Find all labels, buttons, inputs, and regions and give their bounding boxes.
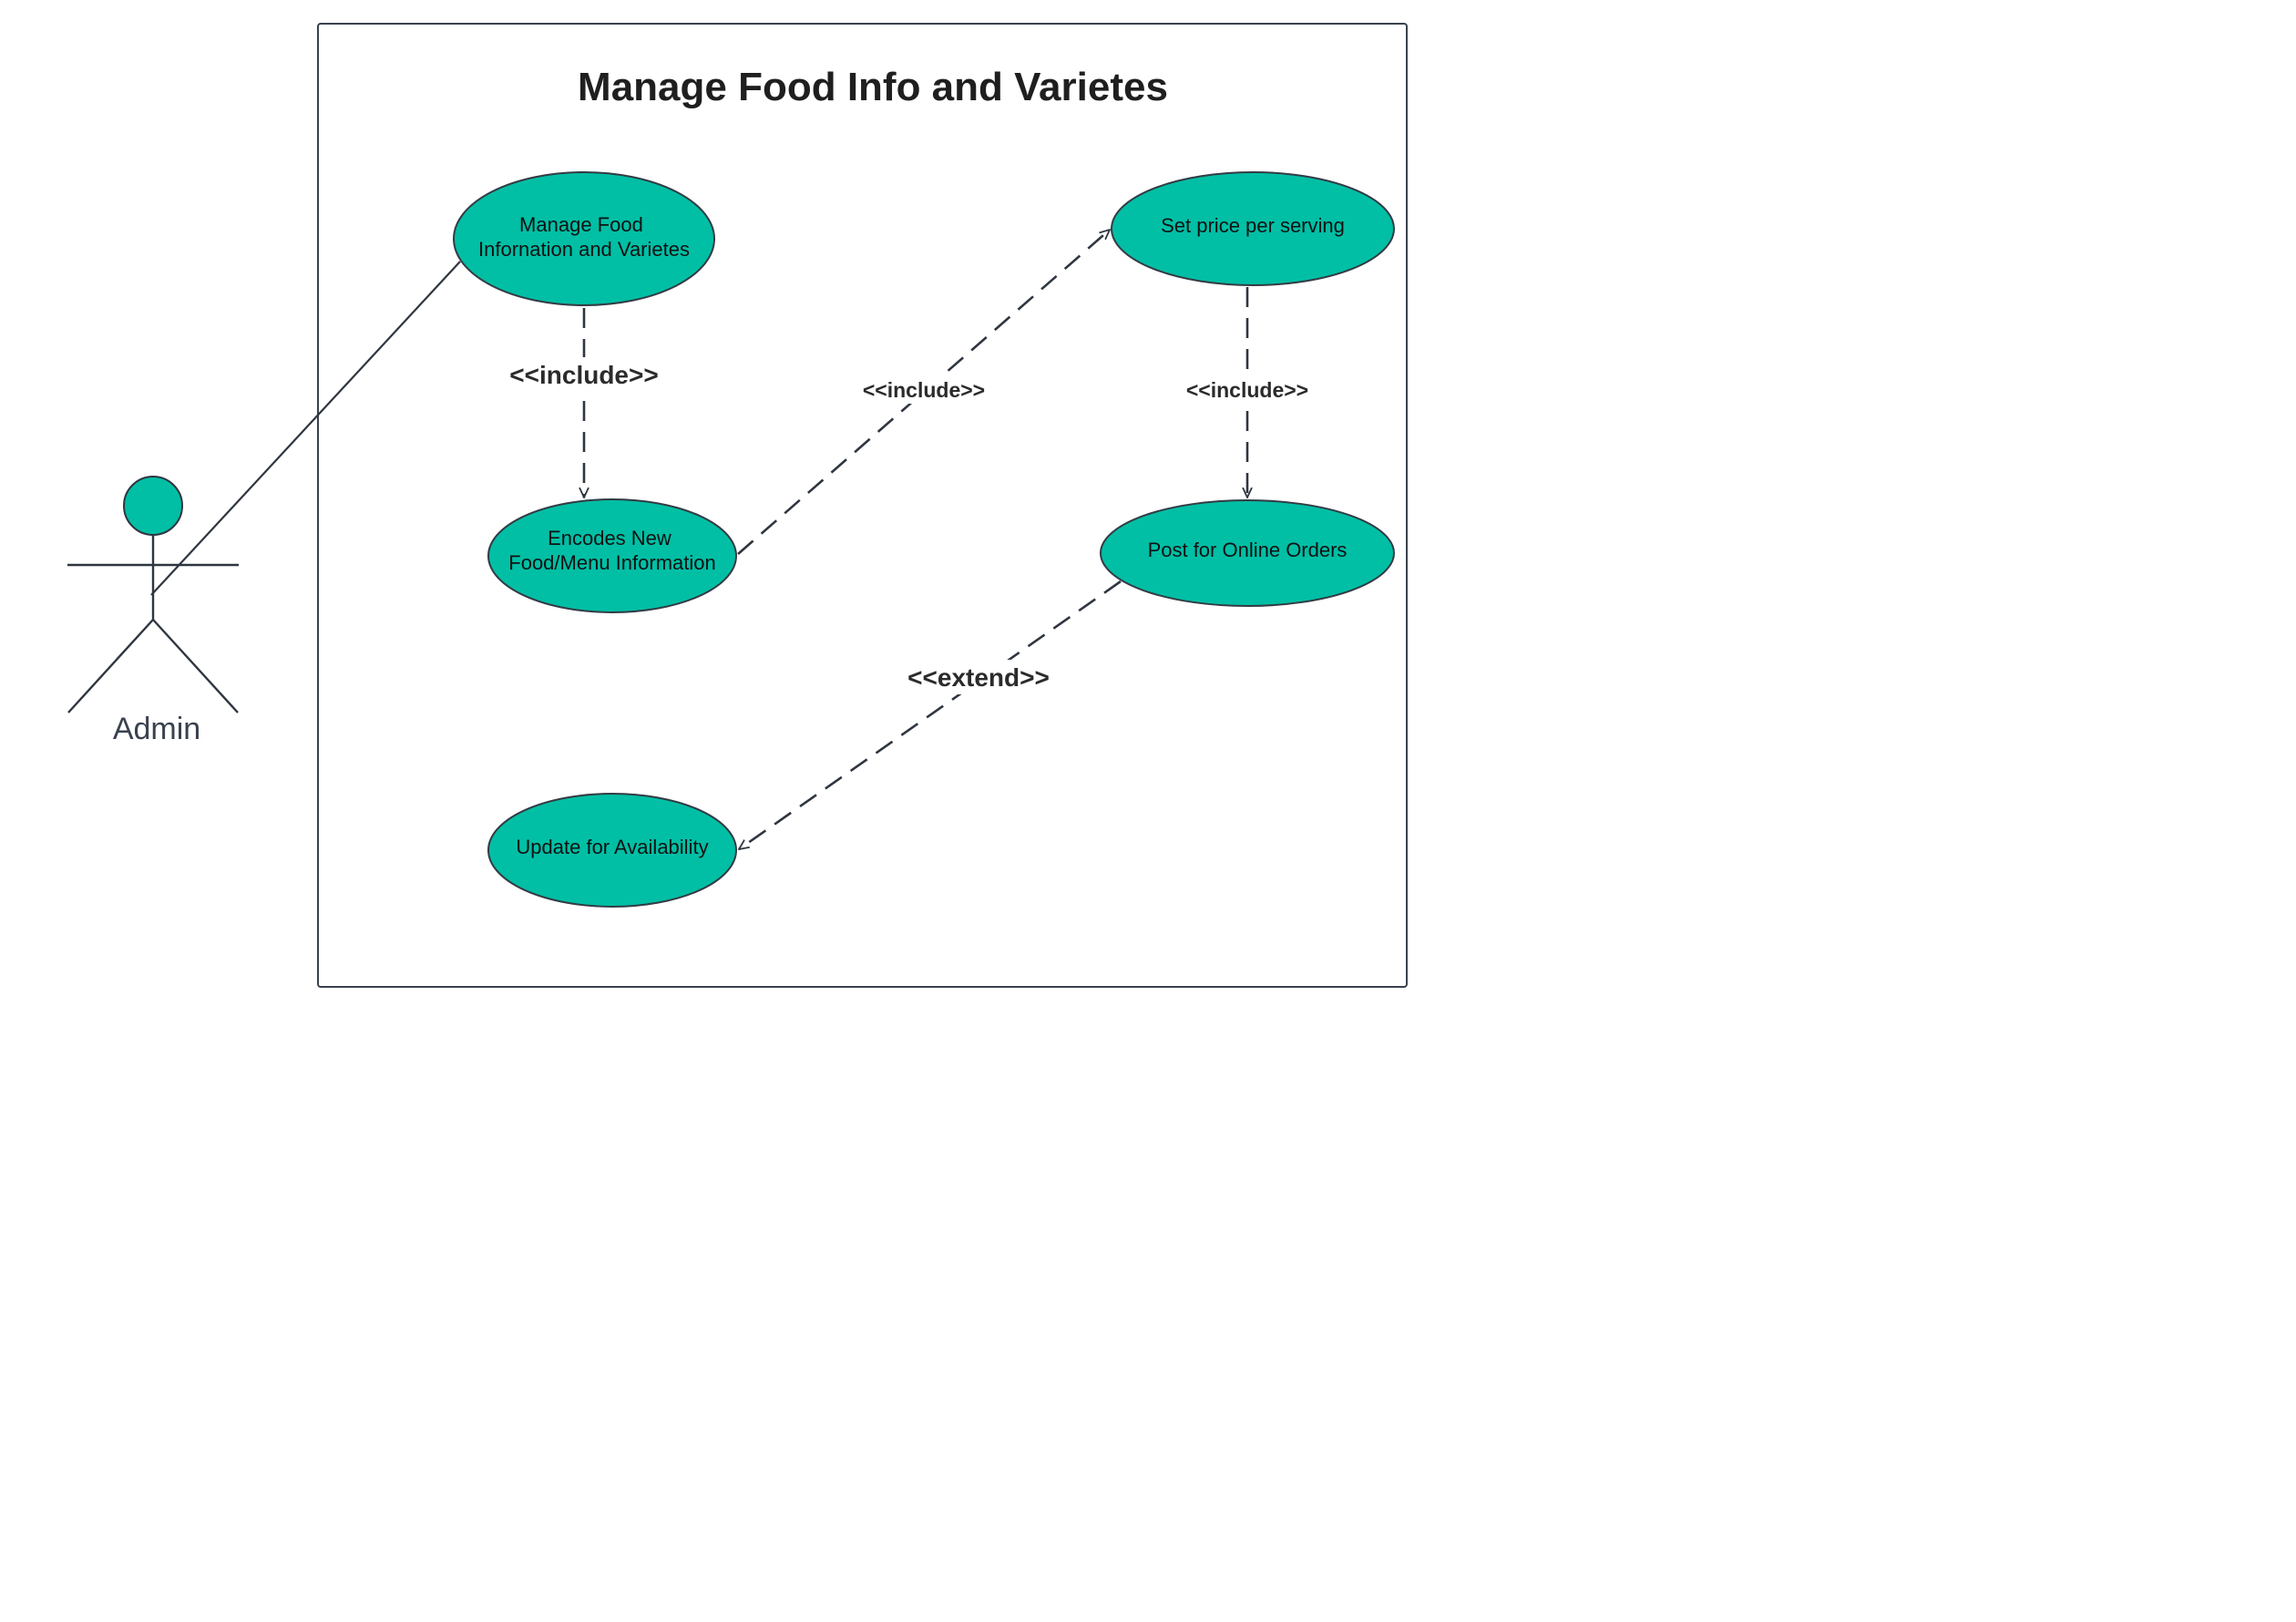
use-case-set-price[interactable]: Set price per serving: [1111, 171, 1395, 286]
actor-right-leg: [152, 619, 239, 713]
use-case-manage-food-info[interactable]: Manage Food Infornation and Varietes: [453, 171, 715, 306]
use-case-label-line: Set price per serving: [1161, 214, 1345, 237]
extend-edge-post-update[interactable]: [739, 580, 1122, 849]
use-case-ellipse: [1111, 171, 1395, 286]
relationship-labels: <<include>> <<include>> <<include>> <<ex…: [503, 357, 1315, 694]
actor-label: Admin: [113, 712, 200, 746]
use-case-ellipse: [487, 793, 737, 908]
label-include-encode-price: <<include>>: [863, 378, 985, 402]
use-case-encode-new-food[interactable]: Encodes New Food/Menu Information: [487, 498, 737, 613]
actor-admin[interactable]: Admin: [67, 476, 239, 746]
stick-figure-icon: [67, 476, 239, 713]
use-case-label: Post for Online Orders: [1148, 539, 1348, 561]
use-case-ellipse: [453, 171, 715, 306]
use-case-ellipse: [487, 498, 737, 613]
use-case-label: Encodes New Food/Menu Information: [508, 527, 715, 574]
association-edge-actor-manage[interactable]: [150, 261, 461, 596]
relationship-edges: [150, 230, 1247, 849]
use-case-label: Manage Food Infornation and Varietes: [478, 213, 690, 261]
label-include-price-post: <<include>>: [1186, 378, 1308, 402]
actor-left-leg: [67, 619, 154, 713]
use-case-label-line: Update for Availability: [516, 836, 708, 858]
use-case-ellipse: [1100, 499, 1395, 607]
use-case-post-online-orders[interactable]: Post for Online Orders: [1100, 499, 1395, 607]
use-case-label: Update for Availability: [516, 836, 708, 858]
include-edge-encode-price[interactable]: [737, 230, 1110, 555]
use-case-label-line: Infornation and Varietes: [478, 238, 690, 261]
actor-head: [123, 476, 183, 536]
use-case-update-availability[interactable]: Update for Availability: [487, 793, 737, 908]
use-case-label: Set price per serving: [1161, 214, 1345, 237]
use-case-label-line: Manage Food: [519, 213, 643, 236]
label-include-manage-encode: <<include>>: [509, 361, 658, 389]
use-case-diagram: Manage Food Info and Varietes <<include>…: [67, 23, 1408, 988]
label-extend-post-update: <<extend>>: [907, 663, 1050, 692]
system-title: Manage Food Info and Varietes: [578, 65, 1168, 109]
use-case-label-line: Food/Menu Information: [508, 551, 715, 574]
use-case-label-line: Post for Online Orders: [1148, 539, 1348, 561]
use-case-label-line: Encodes New: [548, 527, 671, 549]
